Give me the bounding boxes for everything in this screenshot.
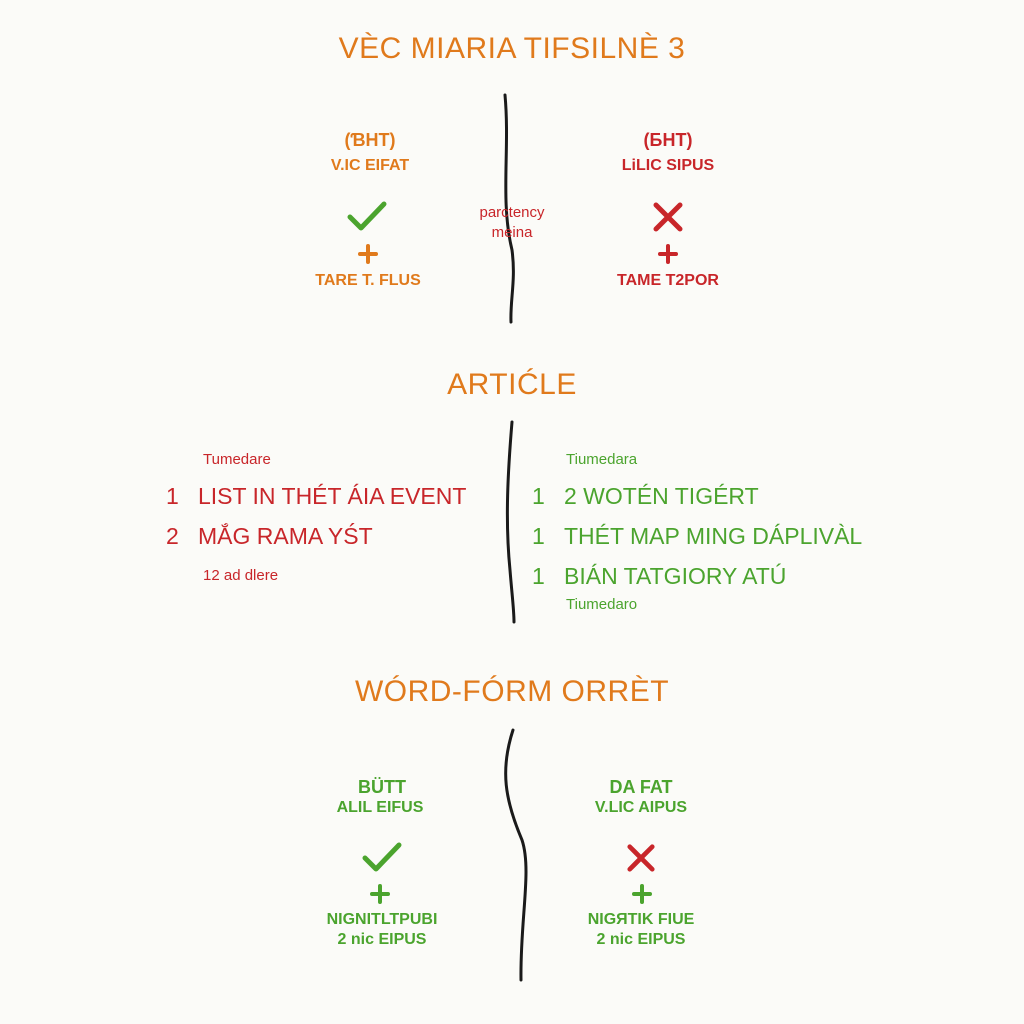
list-item: 1 LIST IN THÉT ÁIA EVENT bbox=[166, 483, 466, 510]
list-item: 2 MẮG RAMA YŚT bbox=[166, 523, 373, 550]
list-item-number: 2 bbox=[166, 523, 179, 549]
section3-left-caption-line2: 2 nic EIPUS bbox=[337, 931, 427, 948]
check-icon bbox=[347, 201, 387, 231]
section2-left-footer: 12 ad dlere bbox=[203, 567, 279, 584]
section1-right-subheader: LiLIC SIPUS bbox=[621, 157, 715, 174]
divider-line-section2 bbox=[505, 420, 516, 624]
cross-icon bbox=[627, 844, 655, 872]
section1-left-subheader: V.IC EIFAT bbox=[330, 157, 410, 174]
list-item-text: THÉT MAP MING DÁPLIVÀL bbox=[564, 523, 863, 549]
section2-right-footer: Tiumedaro bbox=[566, 596, 638, 613]
list-item-text: BIÁN TATGIORY ATÚ bbox=[564, 563, 787, 589]
section3-title: WÓRD-FÓRM ORRÈT bbox=[354, 675, 670, 708]
list-item: 1 2 WOTÉN TIGÉRT bbox=[532, 483, 759, 510]
list-item-text: LIST IN THÉT ÁIA EVENT bbox=[198, 483, 467, 509]
plus-icon bbox=[370, 884, 390, 904]
section2-right-header: Tiumedara bbox=[566, 451, 638, 468]
plus-icon bbox=[632, 884, 652, 904]
section3-right-subheader: V.LIC AIPUS bbox=[594, 799, 688, 816]
list-item-number: 1 bbox=[532, 563, 545, 589]
section1-title: VÈC MIARIA TIFSILNÈ 3 bbox=[338, 32, 686, 65]
divider-line-section1 bbox=[503, 93, 515, 324]
section1-center-note-line1: parctency bbox=[479, 204, 545, 221]
section3-right-caption-line2: 2 nic EIPUS bbox=[596, 931, 686, 948]
list-item-number: 1 bbox=[166, 483, 179, 509]
list-item-text: MẮG RAMA YŚT bbox=[198, 523, 373, 549]
plus-icon bbox=[658, 244, 678, 264]
list-item: 1 THÉT MAP MING DÁPLIVÀL bbox=[532, 523, 862, 550]
cross-icon bbox=[653, 202, 683, 232]
list-item-text: 2 WOTÉN TIGÉRT bbox=[564, 483, 759, 509]
section1-left-header: (ƁHT) bbox=[344, 130, 396, 150]
check-icon bbox=[362, 842, 402, 872]
section1-left-caption: TARE T. FLUS bbox=[315, 272, 421, 289]
section2-left-header: Tumedare bbox=[203, 451, 271, 468]
list-item: 1 BIÁN TATGIORY ATÚ bbox=[532, 563, 786, 590]
section3-left-subheader: ALIL EIFUS bbox=[336, 799, 424, 816]
list-item-number: 1 bbox=[532, 483, 545, 509]
section3-right-header: DA FAT bbox=[609, 777, 673, 797]
divider-line-section3 bbox=[504, 728, 528, 982]
plus-icon bbox=[358, 244, 378, 264]
section3-right-caption-line1: NIGЯTIK FIUE bbox=[587, 911, 695, 928]
section3-left-header: BÜTT bbox=[358, 777, 406, 797]
section2-title: ARTIĆLE bbox=[447, 368, 577, 401]
section3-left-caption-line1: NIGNITLTPUBI bbox=[326, 911, 438, 928]
section1-center-note-line2: meina bbox=[491, 224, 533, 241]
section1-right-caption: TAME T2POR bbox=[617, 272, 719, 289]
list-item-number: 1 bbox=[532, 523, 545, 549]
section1-right-header: (ƂHT) bbox=[643, 130, 693, 150]
